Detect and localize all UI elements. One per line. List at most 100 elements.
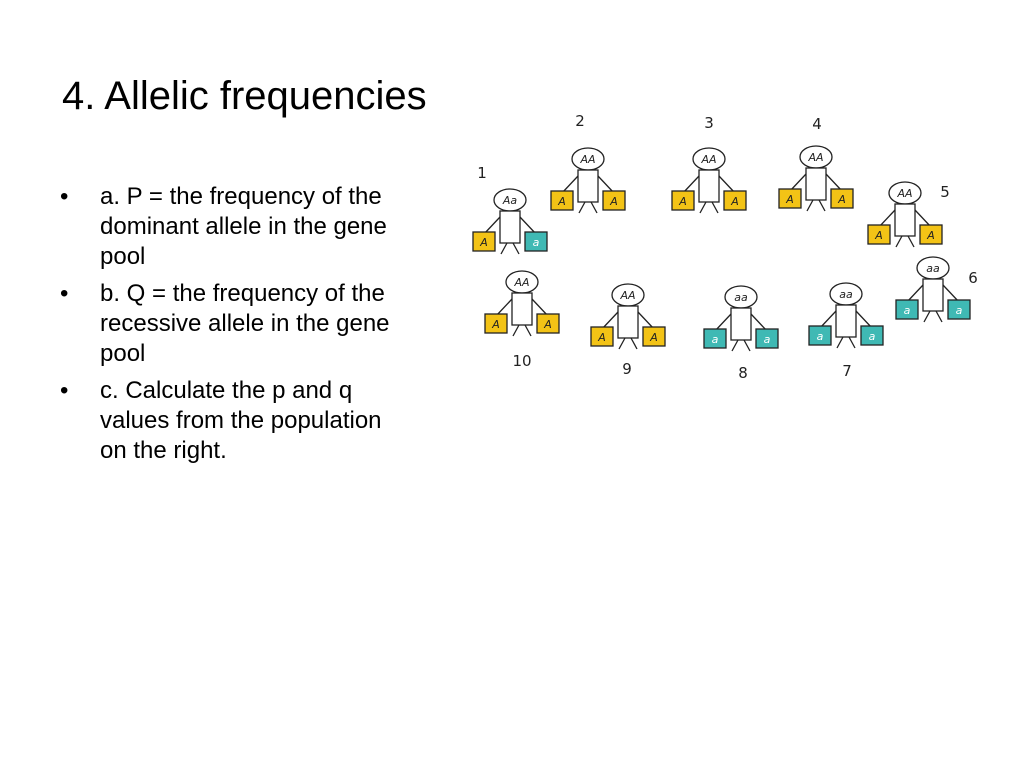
right-arm (825, 173, 843, 192)
allele-label: a (869, 330, 876, 343)
left-leg (923, 310, 931, 323)
left-leg (699, 201, 707, 214)
right-leg (630, 337, 638, 350)
allele-box-right (830, 188, 854, 209)
left-arm (878, 209, 896, 228)
allele-label: A (557, 195, 566, 208)
allele-box-left (550, 190, 574, 211)
allele-box-right (919, 224, 943, 245)
left-leg (731, 339, 739, 352)
allele-box-left (778, 188, 802, 209)
genotype-label: AA (807, 151, 823, 164)
allele-label: A (874, 229, 883, 242)
allele-label: A (609, 195, 618, 208)
body-shape (805, 167, 827, 201)
allele-label: a (904, 304, 911, 317)
individual-number: 9 (622, 360, 632, 378)
allele-box-right (723, 190, 747, 211)
individual-number: 1 (477, 164, 487, 182)
allele-label: a (956, 304, 963, 317)
body-shape (499, 210, 521, 244)
left-leg (500, 242, 508, 255)
left-arm (906, 284, 924, 303)
right-arm (718, 175, 736, 194)
right-leg (590, 201, 598, 214)
genotype-label: AA (513, 276, 529, 289)
genotype-label: AA (896, 187, 912, 200)
individual-number: 6 (968, 269, 978, 287)
allele-box-right (536, 313, 560, 334)
right-arm (637, 311, 655, 330)
right-arm (855, 310, 873, 329)
left-arm (789, 173, 807, 192)
allele-box-left (484, 313, 508, 334)
allele-box-right (947, 299, 971, 320)
allele-box-right (642, 326, 666, 347)
bullet-marker: • (60, 280, 69, 307)
body-shape (511, 292, 533, 326)
left-leg (578, 201, 586, 214)
allele-label: a (817, 330, 824, 343)
allele-box-right (524, 231, 548, 252)
allele-label: a (533, 236, 540, 249)
right-arm (519, 216, 537, 235)
allele-box-right (602, 190, 626, 211)
allele-box-right (755, 328, 779, 349)
body-shape (730, 307, 752, 341)
left-arm (561, 175, 579, 194)
left-arm (601, 311, 619, 330)
allele-label: A (837, 193, 846, 206)
body-shape (617, 305, 639, 339)
slide-title: 4. Allelic frequencies (62, 74, 427, 118)
bullet-item: • a. P = the frequency of the dominant a… (60, 182, 390, 272)
allele-label: a (764, 333, 771, 346)
allele-label: A (597, 331, 606, 344)
individual-number: 7 (842, 362, 852, 380)
body-shape (894, 203, 916, 237)
allele-label: a (712, 333, 719, 346)
individual-number: 2 (575, 112, 585, 130)
genotype-label: aa (926, 262, 940, 275)
genotype-label: AA (700, 153, 716, 166)
left-arm (819, 310, 837, 329)
allele-label: A (543, 318, 552, 331)
bullet-list: • a. P = the frequency of the dominant a… (60, 182, 390, 473)
bullet-marker: • (60, 183, 69, 210)
left-arm (483, 216, 501, 235)
allele-label: A (926, 229, 935, 242)
allele-label: A (678, 195, 687, 208)
left-leg (806, 199, 814, 212)
genotype-label: AA (619, 289, 635, 302)
body-shape (698, 169, 720, 203)
right-leg (524, 324, 532, 337)
left-arm (682, 175, 700, 194)
body-shape (922, 278, 944, 312)
right-leg (711, 201, 719, 214)
allele-label: A (785, 193, 794, 206)
left-arm (714, 313, 732, 332)
left-leg (836, 336, 844, 349)
right-arm (942, 284, 960, 303)
individual-number: 10 (512, 352, 531, 370)
right-arm (597, 175, 615, 194)
allele-label: A (649, 331, 658, 344)
genotype-label: aa (734, 291, 748, 304)
individual-number: 3 (704, 114, 714, 132)
allele-label: A (730, 195, 739, 208)
allele-box-left (703, 328, 727, 349)
right-leg (907, 235, 915, 248)
left-leg (895, 235, 903, 248)
allele-box-left (895, 299, 919, 320)
allele-box-left (472, 231, 496, 252)
bullet-text: b. Q = the frequency of the recessive al… (100, 280, 390, 367)
left-leg (618, 337, 626, 350)
